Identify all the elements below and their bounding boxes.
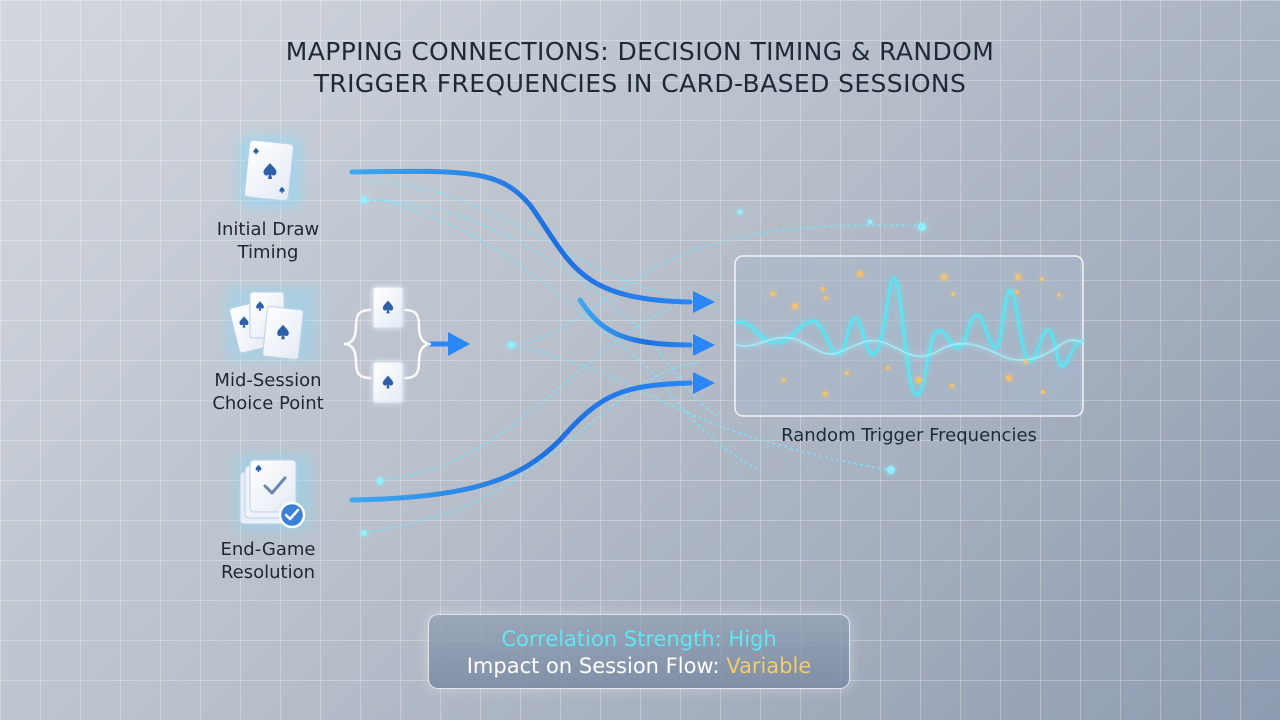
glow-dots [360,196,926,536]
decision-card-bottom [372,361,404,404]
decision-bracket [343,308,432,380]
decision-card-top [372,286,404,329]
summary-box: Correlation Strength: High Impact on Ses… [428,614,850,689]
impact-label: Impact on Session Flow: [466,654,720,678]
card-fan-icon [225,286,317,362]
arrow-head-bottom [693,372,715,394]
arrow-head-top [693,291,715,313]
title-line-2: TRIGGER FREQUENCIES IN CARD-BASED SESSIO… [313,69,967,98]
correlation-value: High [728,627,777,651]
single-card-icon [238,136,302,208]
page-title: MAPPING CONNECTIONS: DECISION TIMING & R… [0,36,1280,100]
flow-arrow-end-to-bottom [349,380,693,503]
node-label-mid: Mid-Session Choice Point [212,370,324,414]
card-stack-check-icon [234,454,312,532]
arrow-heads [448,291,715,394]
dotted-connectors [361,179,921,533]
target-label: Random Trigger Frequencies [781,425,1037,446]
arrow-head-decision [448,332,470,356]
impact-row: Impact on Session Flow: Variable [429,653,849,680]
flow-arrow-initial-to-top [349,168,693,305]
arrow-head-middle [693,334,715,356]
frequency-wave [735,277,1084,397]
flow-arrows [349,168,693,503]
flow-arrow-mid-to-center [577,297,693,348]
node-label-end: End-Game Resolution [220,539,316,583]
correlation-row: Correlation Strength: High [429,626,849,653]
frequency-panel [734,255,1084,417]
frequency-sparks [770,271,1061,397]
node-label-initial: Initial Draw Timing [216,219,320,263]
correlation-label: Correlation Strength: [501,627,722,651]
title-line-1: MAPPING CONNECTIONS: DECISION TIMING & R… [285,37,995,66]
impact-value: Variable [726,654,812,678]
